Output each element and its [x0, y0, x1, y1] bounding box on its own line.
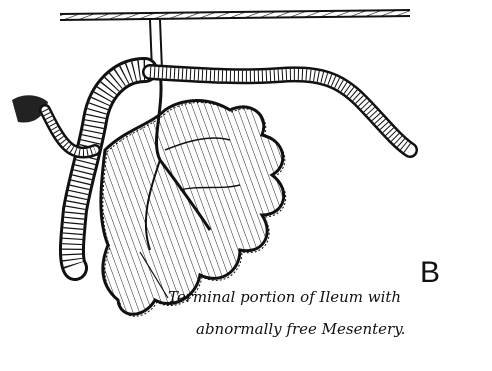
- panel-label: B: [420, 256, 440, 290]
- abdominal-wall: [60, 10, 410, 20]
- caption-line-1: Terminal portion of Ileum with: [168, 288, 401, 306]
- mesentery-leaf: [101, 101, 286, 317]
- caption-line-2: abnormally free Mesentery.: [196, 320, 405, 338]
